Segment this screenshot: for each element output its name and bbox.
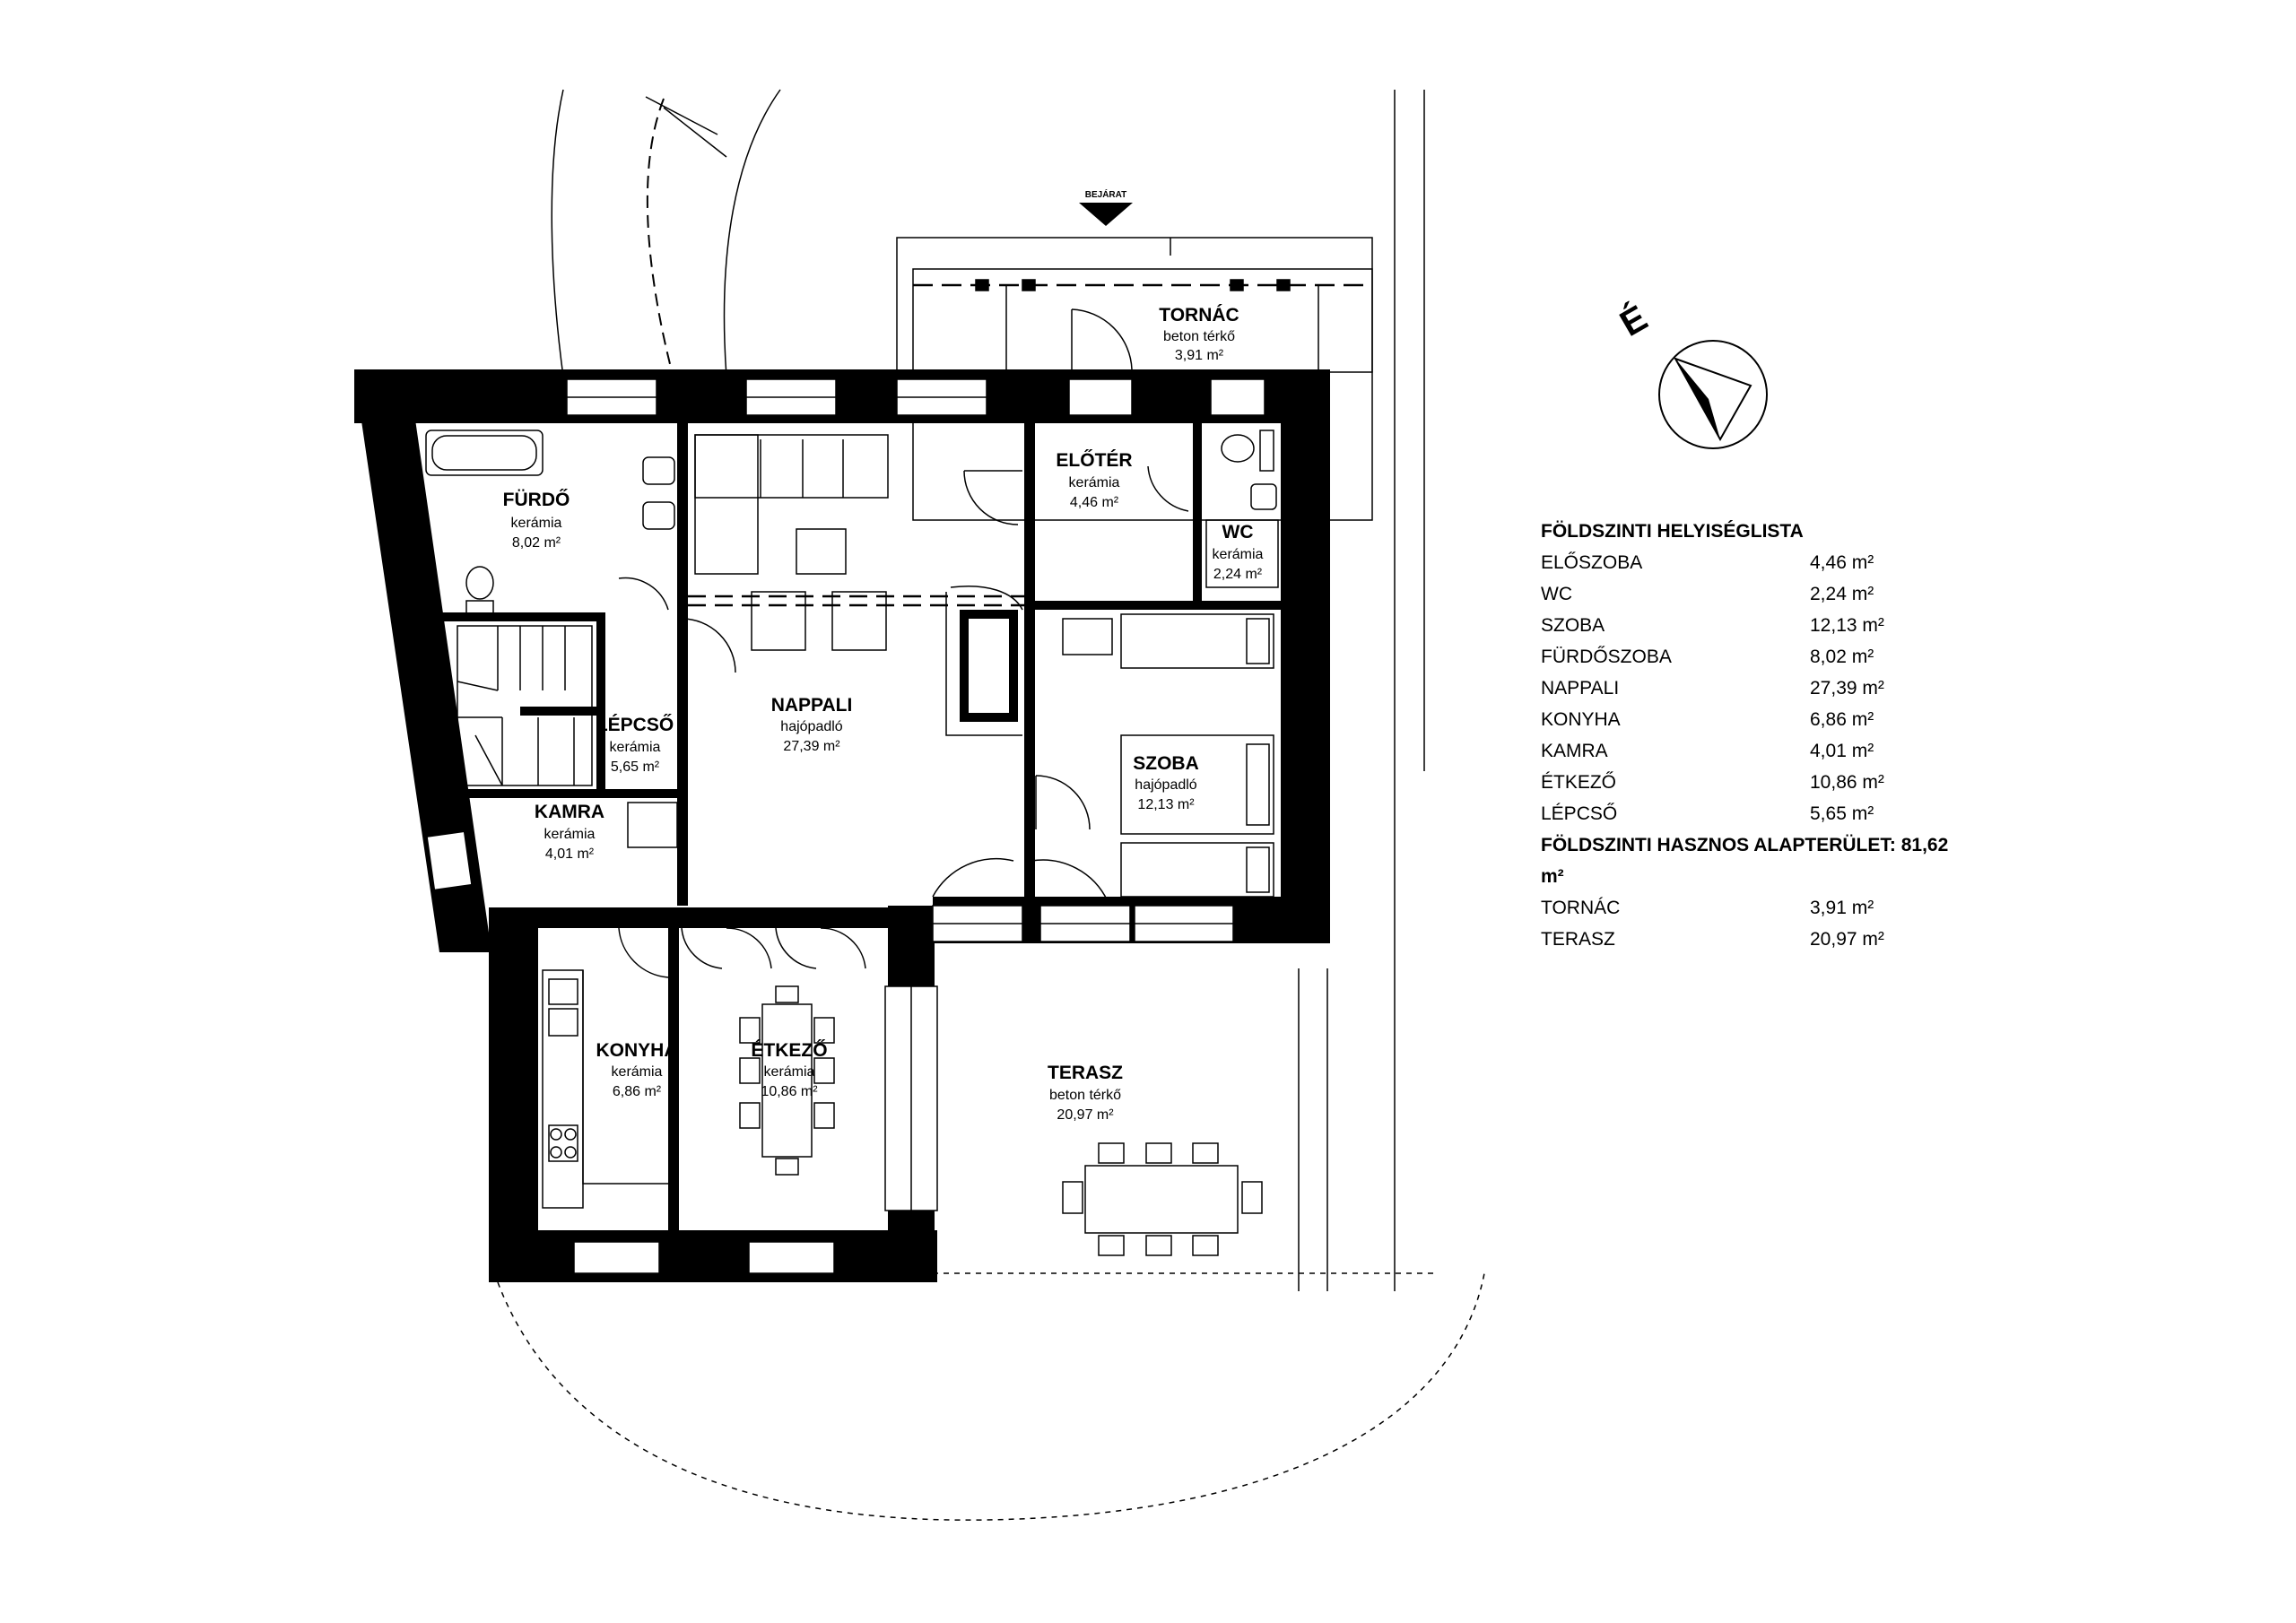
room-area-furdo: 8,02 m² (512, 535, 561, 551)
room-material-szoba: hajópadló (1135, 777, 1197, 793)
north-label: É (1613, 298, 1655, 344)
room-material-terasz: beton térkő (1049, 1088, 1121, 1103)
room-labels: BEJÁRAT TORNÁC beton térkő 3,91 m² FÜRDŐ… (503, 188, 1264, 1123)
room-area-szoba: 12,13 m² (1137, 797, 1195, 812)
room-material-tornac: beton térkő (1163, 329, 1235, 344)
room-name-konyha: KONYHA (596, 1040, 677, 1061)
room-material-eloter: kerámia (1069, 475, 1120, 490)
room-area-terasz: 20,97 m² (1057, 1107, 1114, 1123)
furniture (425, 430, 1279, 1256)
room-list-gap (1541, 861, 1971, 892)
room-name-etkezo: ÉTKEZŐ (751, 1040, 827, 1061)
room-area-kamra: 4,01 m² (545, 846, 595, 862)
room-material-furdo: kerámia (511, 516, 562, 531)
room-name-kamra: KAMRA (535, 802, 604, 822)
doors (618, 308, 1189, 978)
room-material-konyha: kerámia (612, 1064, 663, 1080)
room-material-etkezo: kerámia (764, 1064, 815, 1080)
room-area-tornac: 3,91 m² (1175, 348, 1224, 363)
entrance-label: BEJÁRAT (1085, 188, 1126, 200)
room-name-tornac: TORNÁC (1159, 305, 1239, 325)
north-arrow: É (1613, 298, 1768, 449)
exterior-walls (354, 369, 1330, 1282)
room-name-lepcso: LÉPCSŐ (596, 715, 674, 735)
room-list-title: FÖLDSZINTI HELYISÉGLISTA (1541, 521, 1804, 542)
room-area-lepcso: 5,65 m² (611, 759, 660, 775)
room-material-wc: kerámia (1213, 547, 1264, 562)
windows (426, 378, 1265, 1274)
room-name-eloter: ELŐTÉR (1056, 450, 1132, 471)
entrance-arrow (1079, 203, 1133, 226)
room-area-eloter: 4,46 m² (1070, 495, 1119, 510)
room-name-furdo: FÜRDŐ (503, 490, 570, 510)
room-list-total: FÖLDSZINTI HASZNOS ALAPTERÜLET: 81,62 m² (1541, 835, 1949, 887)
site-lines (497, 89, 1485, 1521)
room-area-etkezo: 10,86 m² (761, 1084, 818, 1099)
interior-walls (430, 421, 1284, 1237)
room-area-nappali: 27,39 m² (783, 739, 840, 754)
room-area-wc: 2,24 m² (1213, 567, 1263, 582)
room-material-lepcso: kerámia (610, 740, 661, 755)
room-area-konyha: 6,86 m² (613, 1084, 662, 1099)
room-name-szoba: SZOBA (1133, 753, 1199, 774)
room-material-kamra: kerámia (544, 827, 596, 842)
room-material-nappali: hajópadló (780, 719, 843, 734)
room-name-nappali: NAPPALI (771, 695, 853, 716)
room-name-terasz: TERASZ (1048, 1063, 1123, 1083)
room-name-wc: WC (1222, 522, 1254, 542)
beam-lines (688, 595, 1024, 607)
